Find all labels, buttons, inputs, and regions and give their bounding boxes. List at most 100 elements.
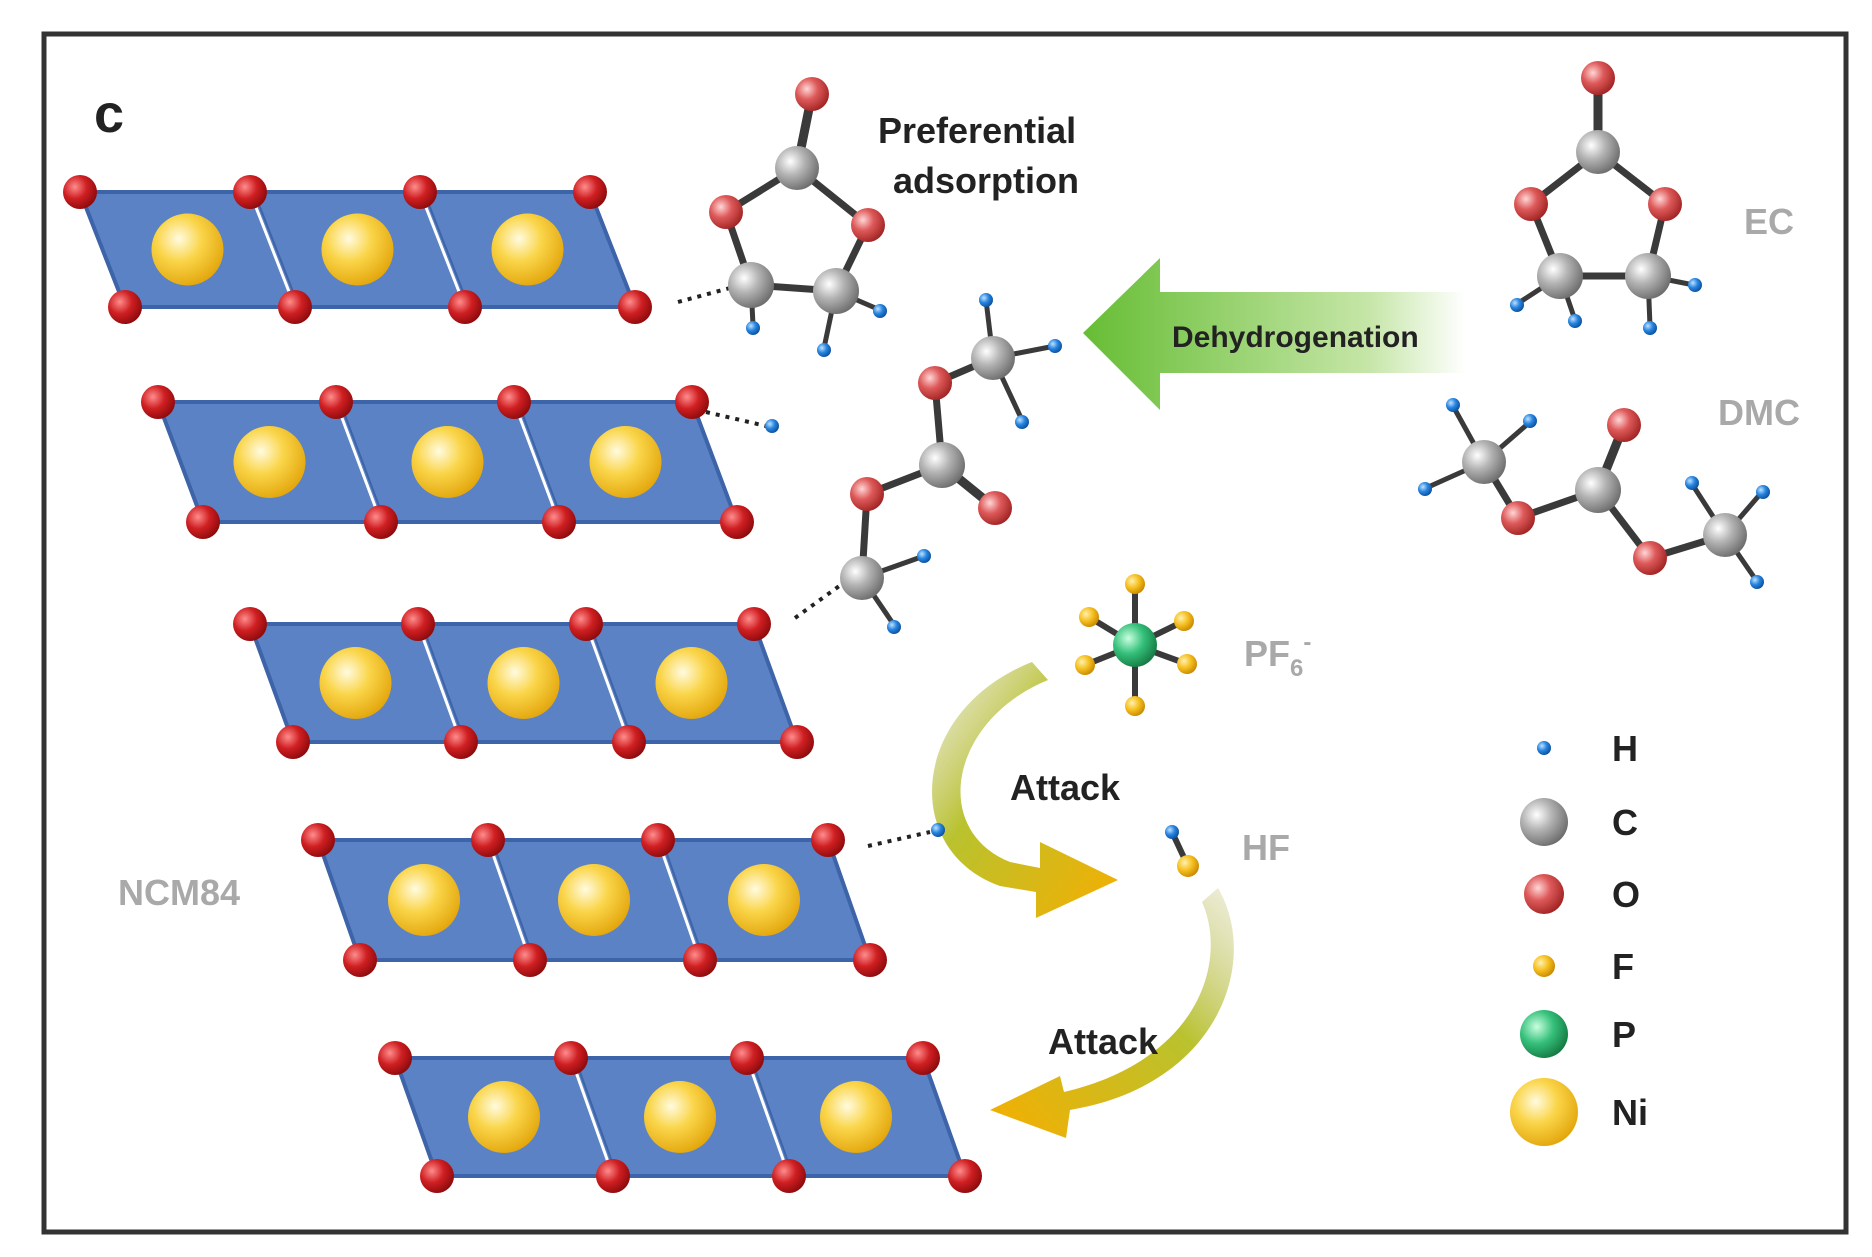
oxygen-atom [186,505,220,539]
slab-divider [418,191,467,308]
dehydrogenation-label: Dehydrogenation [1172,321,1419,354]
ncm84-slab [233,607,814,759]
dehydrogenation-arrow: Dehydrogenation [1083,258,1465,410]
slab-divider-edge [423,191,470,308]
carbon-atom [1462,440,1506,484]
hydrogen-atom [1015,415,1029,429]
oxygen-atom [301,823,335,857]
slab-divider-edge [491,839,535,961]
carbon-atom [1703,513,1747,557]
slab-divider-edge [421,623,466,743]
hydrogen-adsorbed [705,410,779,433]
oxygen-atom [737,607,771,641]
ncm84-slab [63,175,652,324]
oxygen-atom [641,823,675,857]
oxygen-atom [513,943,547,977]
oxygen-atom [612,725,646,759]
hydrogen-atom [1418,482,1432,496]
ncm84-slab [378,1041,982,1193]
hf-label: HF [1242,827,1290,868]
hydrogen-atom [917,549,931,563]
oxygen-atom [850,477,884,511]
oxygen-atom [403,175,437,209]
hydrogen-atom [817,343,831,357]
slab-divider-edge [517,401,564,523]
pf6-label: PF6- [1244,629,1311,682]
oxygen-atom [683,943,717,977]
ni-atom [321,213,394,286]
oxygen-atom [141,385,175,419]
ni-atom [728,864,800,936]
phosphorus-atom [1113,623,1157,667]
oxygen-atom [233,175,267,209]
hydrogen-atom [1685,476,1699,490]
oxygen-atom [448,290,482,324]
attack-label-2: Attack [1048,1021,1159,1062]
oxygen-atom [906,1041,940,1075]
ni-atom [319,647,392,719]
oxygen-atom [853,943,887,977]
ni-atom [655,647,728,719]
legend-label: F [1612,946,1634,987]
legend-item: P [1520,1010,1636,1058]
oxygen-atom [1648,187,1682,221]
interaction-dashed-line [705,410,767,428]
fluorine-atom [1177,855,1199,877]
ni-atom [487,647,560,719]
slab-divider [569,1057,615,1177]
fluorine-atom [1125,696,1145,716]
pf6-label-sup: - [1303,629,1311,656]
ni-atom [820,1081,892,1153]
legend-label: C [1612,802,1638,843]
fluorine-atom [1177,654,1197,674]
oxygen-atom [720,505,754,539]
carbon-atom [971,336,1015,380]
ncm84-layers [63,175,982,1193]
oxygen-atom [918,366,952,400]
ni-atom [491,213,564,286]
legend-label: Ni [1612,1092,1648,1133]
phosphorus-atom-icon [1520,1010,1568,1058]
carbon-atom [728,262,774,308]
ncm84-slab [301,823,887,977]
oxygen-atom [497,385,531,419]
molecules [677,61,1770,877]
oxygen-atom [675,385,709,419]
ni-atom [558,864,630,936]
slab-divider-edge [750,1057,794,1177]
attack-label-1: Attack [1010,767,1121,808]
legend-label: P [1612,1014,1636,1055]
oxygen-atom [851,208,885,242]
oxygen-atom [709,195,743,229]
slab-divider-edge [339,401,386,523]
hydrogen-adsorbed [867,823,945,848]
slab-divider-edge [589,623,634,743]
hydrogen-atom [931,823,945,837]
ncm84-slab [141,385,754,539]
hydrogen-atom-icon [1537,741,1551,755]
ec-adsorbed-molecule [677,77,887,357]
oxygen-atom [780,725,814,759]
oxygen-atom [278,290,312,324]
ni-atom [644,1081,716,1153]
fluorine-atom [1079,607,1099,627]
carbon-atom-icon [1520,798,1568,846]
attack-arrow-1 [932,662,1118,918]
oxygen-atom [63,175,97,209]
oxygen-atom [1581,61,1615,95]
hydrogen-atom [1510,298,1524,312]
panel-label: c [94,84,124,144]
oxygen-atom [343,943,377,977]
oxygen-atom [1633,541,1667,575]
oxygen-atom [596,1159,630,1193]
carbon-atom [813,268,859,314]
preferential-adsorption-label-line1: Preferential [878,110,1076,151]
oxygen-atom [948,1159,982,1193]
carbon-atom [775,146,819,190]
pf6-label-base: PF [1244,633,1290,674]
dmc-label: DMC [1718,392,1800,433]
legend-label: H [1612,728,1638,769]
hydrogen-atom [1446,398,1460,412]
oxygen-atom [420,1159,454,1193]
